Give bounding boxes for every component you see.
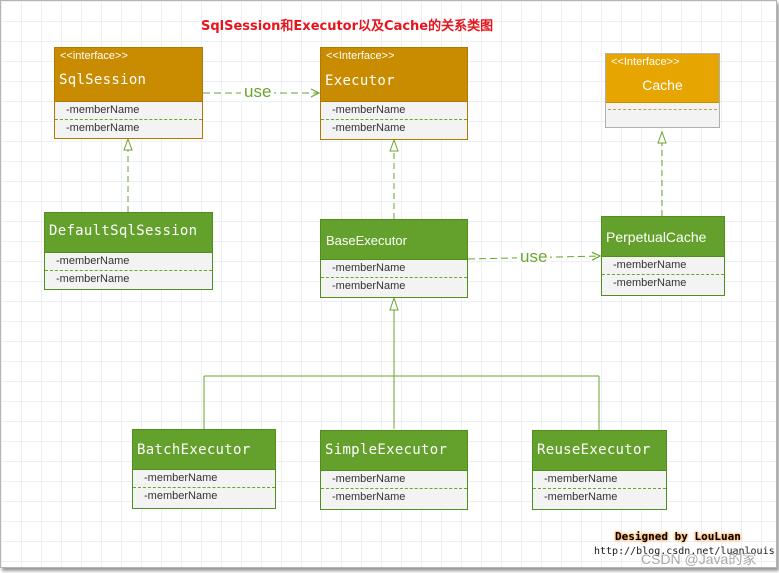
class-executor[interactable]: <<Interface>> Executor -memberName -memb… — [320, 47, 468, 140]
class-batchexecutor[interactable]: BatchExecutor -memberName -memberName — [132, 429, 276, 509]
member-field: -memberName — [332, 122, 406, 134]
member-field: -memberName — [56, 273, 130, 285]
class-simpleexecutor[interactable]: SimpleExecutor -memberName -memberName — [320, 430, 468, 510]
stereotype-label: <<Interface>> — [611, 56, 680, 68]
member-separator — [608, 109, 717, 110]
blog-url: http://blog.csdn.net/luanlouis — [594, 546, 775, 557]
class-name: PerpetualCache — [606, 229, 707, 245]
member-field: -memberName — [321, 471, 467, 489]
member-field: -memberName — [321, 260, 467, 278]
member-field: -memberName — [602, 257, 724, 275]
class-name: SimpleExecutor — [325, 442, 448, 458]
member-field: -memberName — [321, 102, 467, 120]
class-name: BatchExecutor — [137, 442, 251, 458]
class-perpetualcache[interactable]: PerpetualCache -memberName -memberName — [601, 216, 725, 296]
member-field: -memberName — [66, 122, 140, 134]
csdn-watermark: CSDN @Java的家 — [641, 551, 757, 567]
class-name: Executor — [325, 73, 395, 89]
realization-arrowhead — [123, 137, 133, 151]
class-baseexecutor[interactable]: BaseExecutor -memberName -memberName — [320, 219, 468, 298]
member-field: -memberName — [55, 102, 202, 120]
member-field: -memberName — [45, 253, 212, 271]
member-field: -memberName — [133, 470, 275, 488]
stereotype-label: <<interface>> — [60, 50, 128, 62]
member-field: -memberName — [533, 471, 666, 489]
member-field: -memberName — [332, 491, 406, 503]
class-header: <<Interface>> Cache — [606, 54, 719, 103]
class-header: <<Interface>> Executor — [321, 48, 467, 102]
class-header: ReuseExecutor — [533, 431, 666, 471]
designed-by-credit: Designed by LouLuan — [615, 530, 741, 543]
class-name: SqlSession — [59, 72, 147, 88]
realization-arrowhead — [657, 130, 667, 144]
class-name: DefaultSqlSession — [49, 223, 198, 239]
member-field: -memberName — [613, 277, 687, 289]
class-name: ReuseExecutor — [537, 442, 651, 458]
class-header: BatchExecutor — [133, 430, 275, 470]
stereotype-label: <<Interface>> — [326, 50, 395, 62]
member-field: -memberName — [332, 280, 406, 292]
class-defaultsqlsession[interactable]: DefaultSqlSession -memberName -memberNam… — [44, 212, 213, 290]
class-header: PerpetualCache — [602, 217, 724, 257]
class-sqlsession[interactable]: <<interface>> SqlSession -memberName -me… — [54, 47, 203, 139]
class-header: <<interface>> SqlSession — [55, 48, 202, 102]
class-name: BaseExecutor — [326, 233, 407, 248]
member-field: -memberName — [544, 491, 618, 503]
generalization-arrowhead — [389, 296, 399, 311]
class-name: Cache — [642, 77, 683, 93]
class-cache[interactable]: <<Interface>> Cache — [605, 53, 720, 128]
use-label-sqlsession-executor: use — [241, 83, 275, 101]
diagram-title: SqlSession和Executor以及Cache的关系类图 — [201, 19, 494, 34]
class-header: SimpleExecutor — [321, 431, 467, 471]
use-label-baseexecutor-perpetualcache: use — [517, 248, 551, 266]
member-field: -memberName — [144, 490, 218, 502]
class-reuseexecutor[interactable]: ReuseExecutor -memberName -memberName — [532, 430, 667, 510]
realization-arrowhead — [389, 138, 399, 152]
class-header: BaseExecutor — [321, 220, 467, 260]
class-header: DefaultSqlSession — [45, 213, 212, 253]
